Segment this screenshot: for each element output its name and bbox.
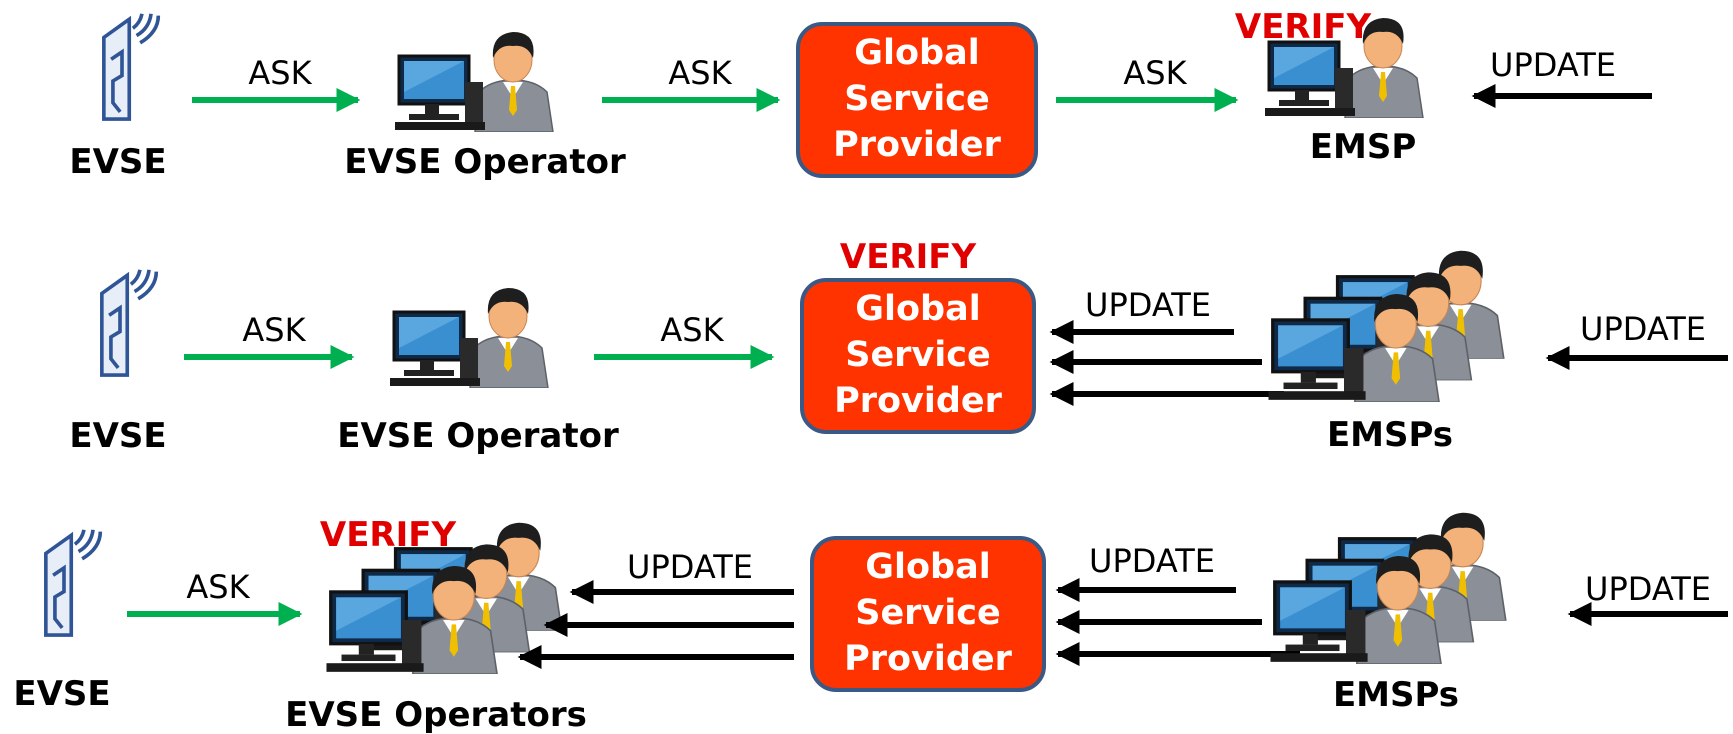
row-3: EVSE ASK VERIFY EVSE Operators UPDATE Gl…	[13, 513, 1728, 734]
update-label: UPDATE	[1490, 46, 1616, 84]
global-service-provider-box	[796, 22, 1038, 178]
gsp-line-1: Global	[855, 289, 980, 329]
verify-label: VERIFY	[840, 237, 977, 277]
evse-operators-label: EVSE Operators	[285, 695, 587, 734]
evse-charger-icon	[43, 528, 103, 638]
ask-label: ASK	[1123, 54, 1187, 92]
gsp-line-3: Provider	[834, 381, 1003, 421]
ask-label: ASK	[242, 311, 306, 349]
evse-label: EVSE	[13, 674, 110, 714]
update-label: UPDATE	[1085, 286, 1211, 324]
global-service-provider-box	[810, 536, 1046, 692]
emsp-label: EMSP	[1310, 127, 1416, 167]
emsps-label: EMSPs	[1333, 675, 1459, 715]
evse-label: EVSE	[69, 142, 166, 182]
row-2: EVSE ASK EVSE Operator ASK VERIFY Global…	[69, 237, 1728, 456]
row-1: EVSE ASK EVSE Operator ASK Global Servic…	[69, 7, 1652, 182]
operator-person-icon	[395, 30, 555, 132]
gsp-line-2: Service	[855, 593, 1001, 633]
update-label: UPDATE	[1089, 542, 1215, 580]
ask-label: ASK	[186, 568, 250, 606]
emsps-label: EMSPs	[1327, 415, 1453, 455]
global-service-provider-box	[800, 278, 1036, 434]
update-label: UPDATE	[1585, 570, 1711, 608]
gsp-line-1: Global	[854, 33, 979, 73]
gsp-line-3: Provider	[833, 125, 1002, 165]
emsps-group-icon	[1270, 513, 1505, 664]
evse-charger-icon	[101, 12, 161, 122]
ask-label: ASK	[668, 54, 732, 92]
update-label: UPDATE	[1580, 310, 1706, 348]
operator-person-icon	[390, 286, 550, 388]
ask-label: ASK	[248, 54, 312, 92]
gsp-line-1: Global	[865, 547, 990, 587]
evse-operator-label: EVSE Operator	[344, 142, 626, 182]
gsp-line-3: Provider	[844, 639, 1013, 679]
evse-label: EVSE	[69, 416, 166, 456]
gsp-line-2: Service	[845, 335, 991, 375]
emsps-group-icon	[1268, 251, 1503, 402]
evse-charger-icon	[99, 268, 159, 378]
verify-label: VERIFY	[1235, 7, 1372, 47]
gsp-line-2: Service	[844, 79, 990, 119]
ask-label: ASK	[660, 311, 724, 349]
update-label: UPDATE	[627, 548, 753, 586]
evse-operator-label: EVSE Operator	[337, 416, 619, 456]
